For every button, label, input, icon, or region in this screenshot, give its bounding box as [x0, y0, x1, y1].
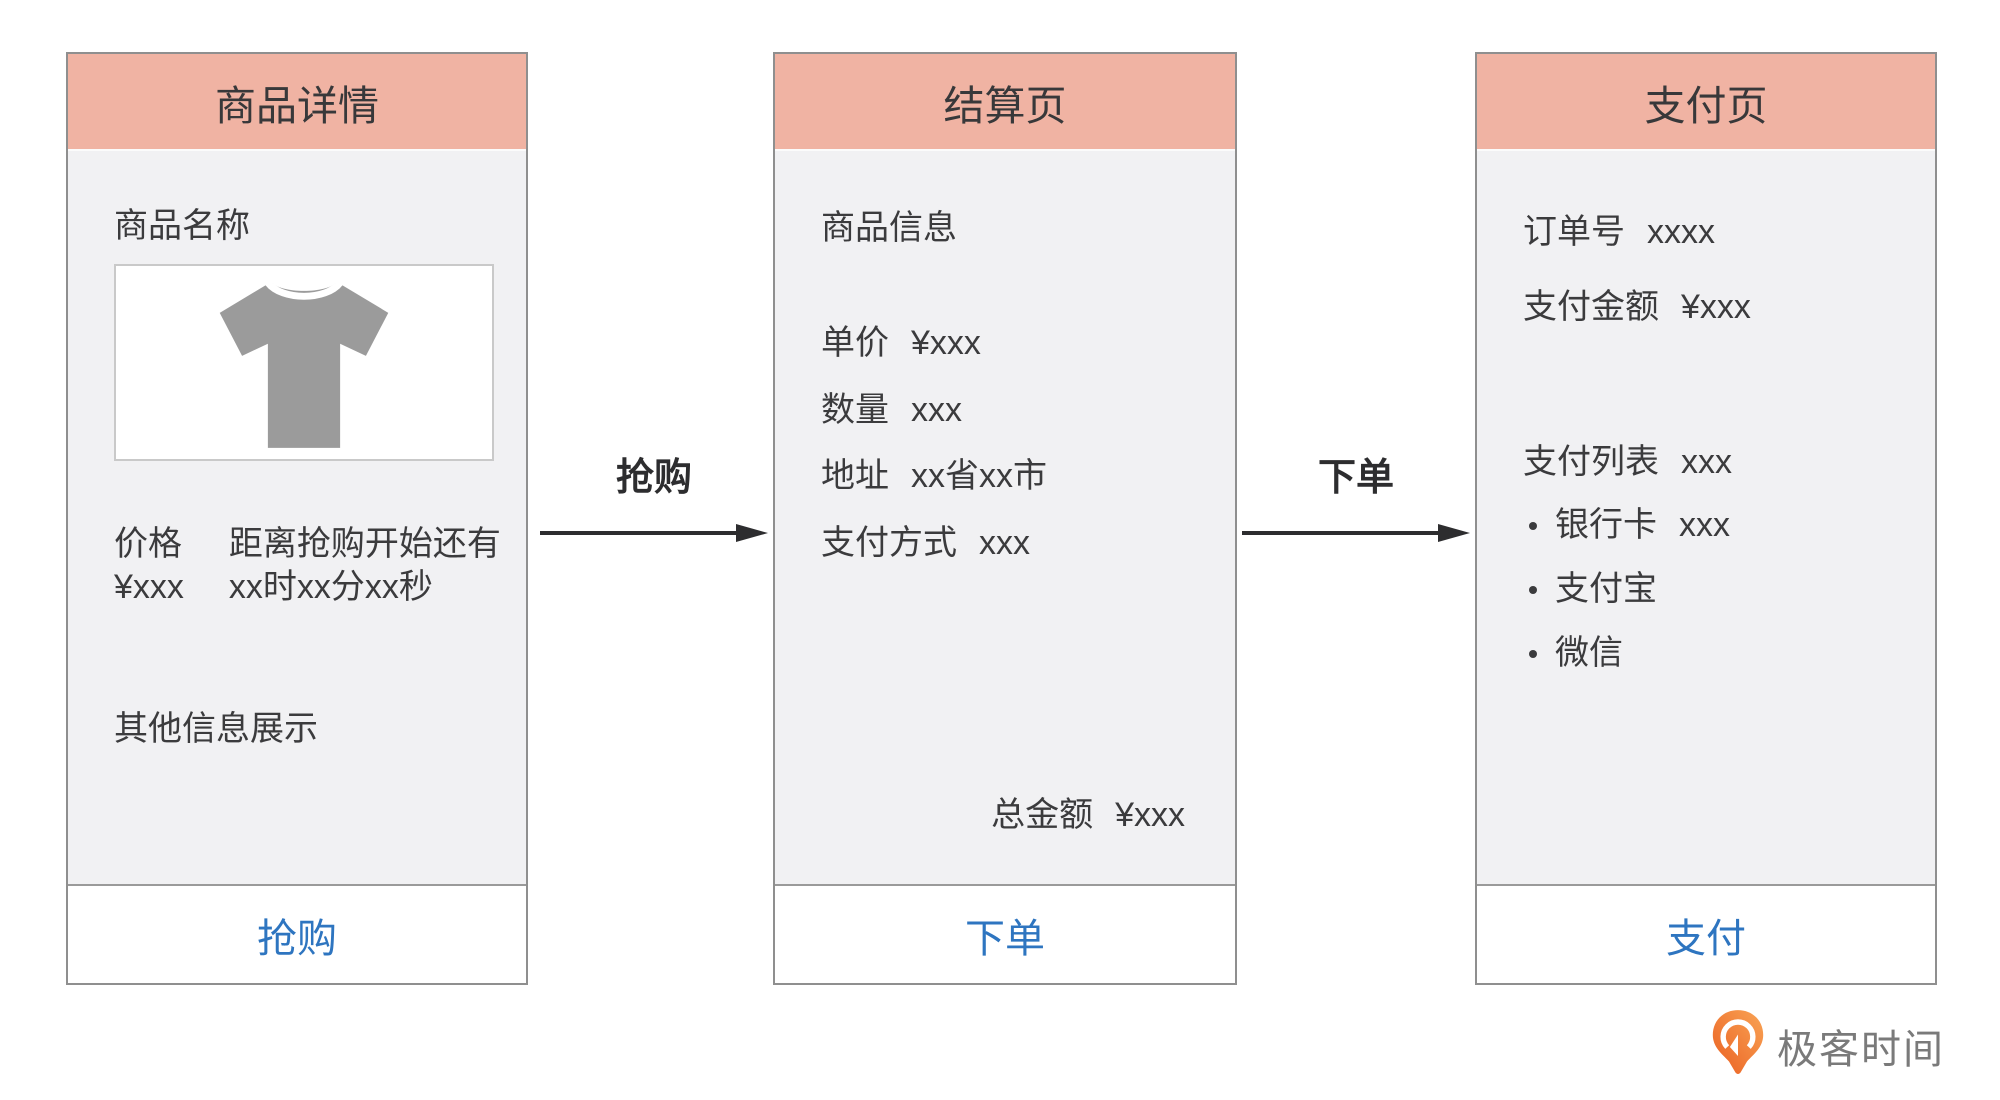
panel-checkout: 结算页 商品信息 单价 ¥xxx 数量 xxx 地址 xx省xx市 支付方式 xxx 总… — [773, 52, 1237, 985]
panel-product-detail-body: 商品名称 价格 ¥xxx 距离抢购开始还有 xx时xx分xx秒 — [68, 151, 526, 884]
quantity-label: 数量 — [821, 390, 889, 429]
pay-amount-label: 支付金额 — [1523, 287, 1659, 326]
total-amount-label: 总金额 — [991, 796, 1094, 835]
address-row: 地址 xx省xx市 — [821, 455, 1189, 498]
place-order-button[interactable]: 下单 — [775, 884, 1235, 983]
panel-product-detail: 商品详情 商品名称 价格 ¥xxx 距离抢购开始还有 xx时xx分xx — [66, 52, 528, 985]
panel-product-detail-title: 商品详情 — [68, 54, 526, 151]
bank-card-value: xxx — [1679, 506, 1730, 545]
product-info-label: 商品信息 — [821, 209, 957, 247]
quantity-row: 数量 xxx — [821, 389, 1189, 432]
order-number-row: 订单号 xxxx — [1523, 211, 1889, 254]
flash-buy-button[interactable]: 抢购 — [68, 884, 526, 983]
pay-amount-row: 支付金额 ¥xxx — [1523, 286, 1889, 329]
unit-price-value: ¥xxx — [911, 323, 981, 362]
tshirt-icon — [218, 280, 390, 459]
total-amount-row: 总金额 ¥xxx — [991, 794, 1185, 837]
panel-payment: 支付页 订单号 xxxx 支付金额 ¥xxx 支付列表 xxx 银行卡 xxx 支付宝 … — [1475, 52, 1937, 985]
arrow-place-order-label: 下单 — [1317, 457, 1394, 499]
pay-method-row: 支付方式 xxx — [821, 522, 1189, 565]
panel-checkout-title: 结算页 — [775, 54, 1235, 151]
unit-price-row: 单价 ¥xxx — [821, 322, 1189, 365]
right-arrow-icon — [1242, 523, 1470, 548]
pay-button[interactable]: 支付 — [1477, 884, 1935, 983]
product-name-label: 商品名称 — [114, 207, 250, 245]
price-label: 价格 — [114, 524, 182, 563]
arrow-flash-buy-label: 抢购 — [615, 457, 692, 499]
right-arrow-icon — [540, 523, 768, 548]
wechat-label: 微信 — [1555, 634, 1623, 673]
panel-payment-body: 订单号 xxxx 支付金额 ¥xxx 支付列表 xxx 银行卡 xxx 支付宝 微信 — [1477, 151, 1935, 884]
product-image-box — [114, 263, 494, 461]
address-value: xx省xx市 — [911, 457, 1047, 496]
other-info-label: 其他信息展示 — [114, 710, 318, 749]
price-value: ¥xxx — [114, 567, 184, 606]
geektime-logo-icon — [1711, 1009, 1765, 1082]
pay-method-label: 支付方式 — [821, 524, 957, 563]
pay-method-alipay[interactable]: 支付宝 — [1523, 568, 1889, 611]
alipay-label: 支付宝 — [1555, 570, 1657, 609]
checkout-rows: 单价 ¥xxx 数量 xxx 地址 xx省xx市 支付方式 xxx — [821, 322, 1189, 565]
arrow-flash-buy: 抢购 — [540, 446, 768, 548]
geektime-logo-text: 极客时间 — [1777, 1027, 1945, 1072]
pay-method-bank-card[interactable]: 银行卡 xxx — [1523, 504, 1889, 547]
countdown-label: 距离抢购开始还有 — [228, 524, 501, 563]
arrow-place-order: 下单 — [1242, 446, 1470, 548]
total-amount-value: ¥xxx — [1115, 796, 1185, 835]
bullet-icon — [1529, 585, 1537, 594]
pay-list-value: xxx — [1681, 442, 1732, 481]
pay-method-wechat[interactable]: 微信 — [1523, 632, 1889, 675]
bank-card-label: 银行卡 — [1555, 506, 1657, 545]
quantity-value: xxx — [911, 390, 962, 429]
countdown-value: xx时xx分xx秒 — [228, 567, 433, 606]
panel-payment-title: 支付页 — [1477, 54, 1935, 151]
pay-amount-value: ¥xxx — [1681, 287, 1751, 326]
price-block: 价格 ¥xxx — [114, 523, 184, 609]
pay-list-row: 支付列表 xxx — [1523, 441, 1889, 484]
geektime-logo: 极客时间 — [1711, 1009, 1945, 1082]
order-number-value: xxxx — [1647, 213, 1715, 251]
countdown-block: 距离抢购开始还有 xx时xx分xx秒 — [229, 523, 501, 609]
pay-list-label: 支付列表 — [1523, 442, 1659, 481]
bullet-icon — [1529, 649, 1537, 658]
address-label: 地址 — [821, 457, 889, 496]
order-number-label: 订单号 — [1523, 213, 1625, 251]
price-countdown-row: 价格 ¥xxx 距离抢购开始还有 xx时xx分xx秒 — [114, 523, 501, 609]
bullet-icon — [1529, 521, 1537, 530]
panel-checkout-body: 商品信息 单价 ¥xxx 数量 xxx 地址 xx省xx市 支付方式 xxx 总金额 ¥x… — [775, 151, 1235, 884]
unit-price-label: 单价 — [821, 323, 889, 362]
pay-method-value: xxx — [979, 524, 1030, 563]
